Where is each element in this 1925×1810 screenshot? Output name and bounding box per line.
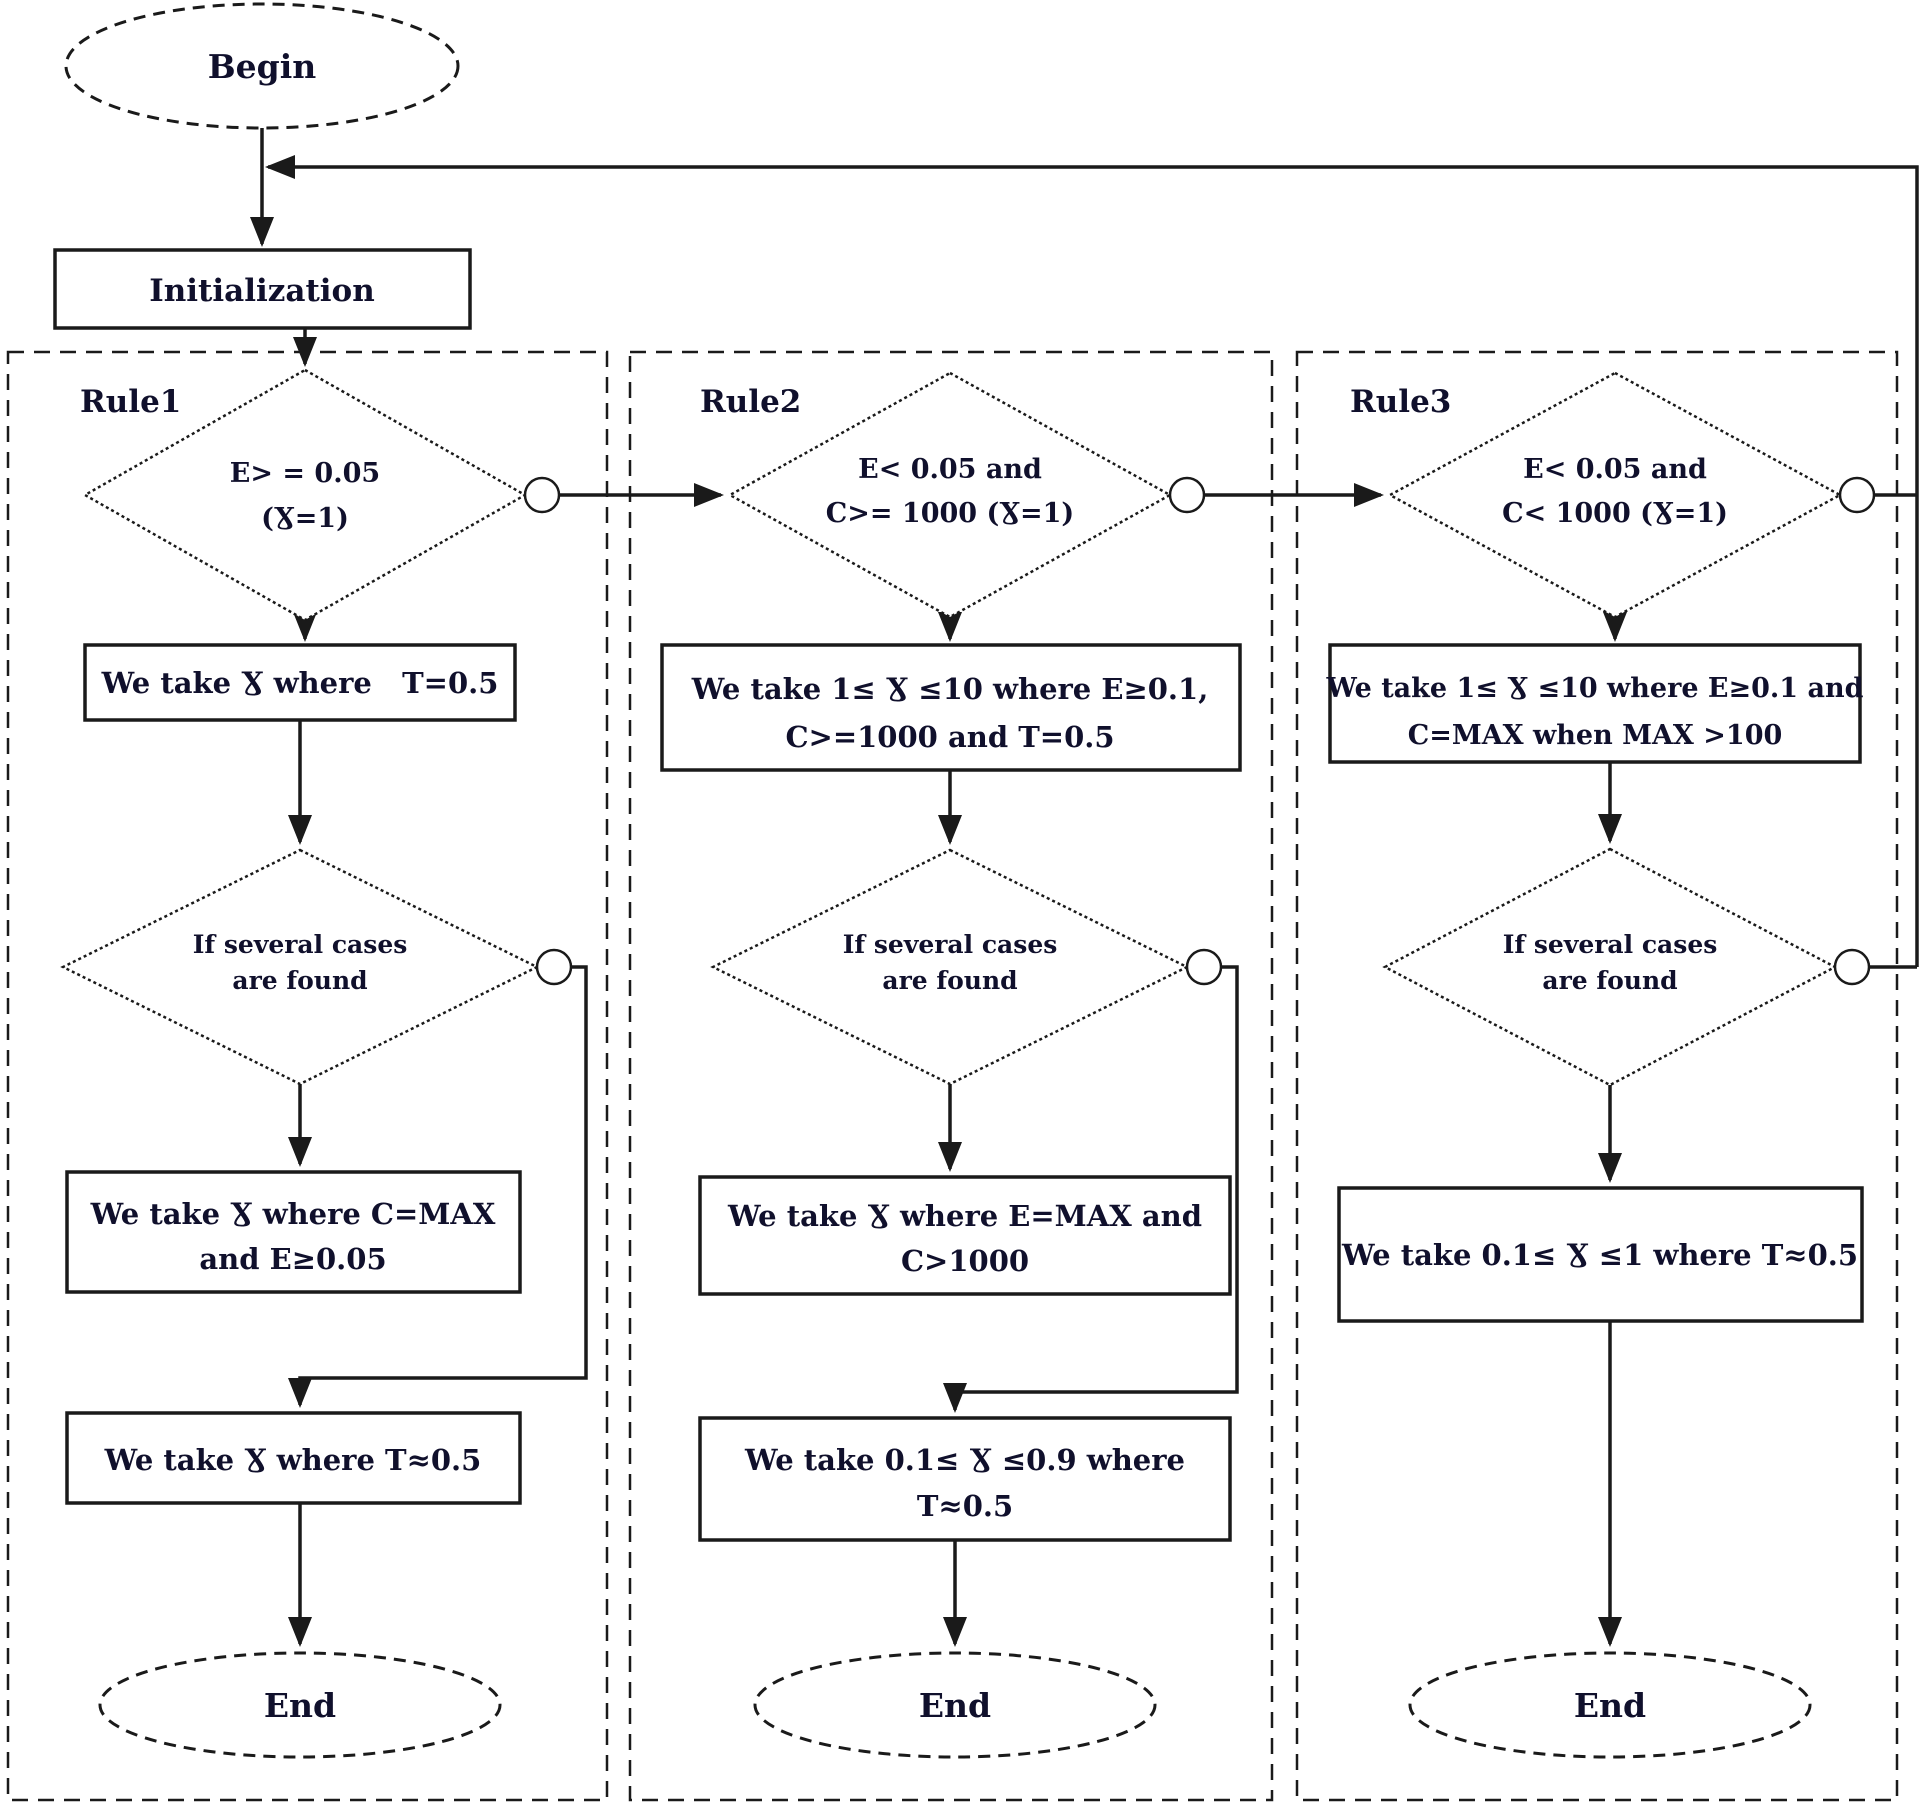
rule1-step2-line1: We take Ɣ where C=MAX <box>90 1197 496 1231</box>
rule1-step2-line2: and E≥0.05 <box>199 1242 386 1276</box>
rule1-several-line2: are found <box>232 966 367 995</box>
rule3-several-cases-diamond <box>1382 847 1838 1087</box>
rule1-decision-connector-circle <box>523 476 561 514</box>
feedback-loop-arrow <box>265 155 1919 967</box>
rule3-step1-line2: C=MAX when MAX >100 <box>1408 720 1783 751</box>
rule1-decision-diamond <box>82 368 528 622</box>
rule2-several-line2: are found <box>882 966 1017 995</box>
rule1-step1-box <box>83 643 517 722</box>
initialization-box <box>53 248 472 330</box>
rule3-decision-diamond <box>1387 371 1843 619</box>
rule2-decision-diamond <box>727 371 1173 619</box>
rule2-step2-line1: We take Ɣ where E=MAX and <box>727 1199 1202 1233</box>
rule2-step3-line1: We take 0.1≤ Ɣ ≤0.9 where <box>744 1443 1185 1477</box>
rule3-several-line1: If several cases <box>1503 930 1718 959</box>
rule2-step3-line2: T≈0.5 <box>917 1489 1013 1523</box>
rule1-several-line1: If several cases <box>193 930 408 959</box>
rule2-end-terminator <box>753 1651 1157 1759</box>
rule2-several-connector-circle <box>1185 948 1223 986</box>
rule1-several-cases-diamond <box>60 848 540 1086</box>
rule3-step2-label: We take 0.1≤ Ɣ ≤1 where T≈0.5 <box>1341 1238 1858 1272</box>
rule3-decision-line1: E< 0.05 and <box>1523 454 1707 485</box>
rule2-decision-line2: C>= 1000 (Ɣ=1) <box>826 498 1074 529</box>
initialization-label: Initialization <box>149 273 375 309</box>
rule1-decision-line1: E> = 0.05 <box>230 458 380 489</box>
rule3-label: Rule3 <box>1350 384 1451 420</box>
rule1-step3-label: We take Ɣ where T≈0.5 <box>104 1443 482 1477</box>
rule3-several-line2: are found <box>1542 966 1677 995</box>
rule1-bypass-arrow <box>288 965 588 1408</box>
rule3-several-connector-circle <box>1833 948 1871 986</box>
rule1-end-label: End <box>264 1686 336 1725</box>
rule2-step2-line2: C>1000 <box>901 1244 1029 1278</box>
rule3-end-label: End <box>1574 1686 1646 1725</box>
rule3-end-terminator <box>1408 1651 1812 1759</box>
rule2-bypass-arrow <box>943 965 1239 1413</box>
rule2-step1-box <box>660 643 1242 772</box>
rule1-step2-box <box>65 1170 522 1294</box>
rule1-end-terminator <box>98 1651 502 1759</box>
rule2-decision-line1: E< 0.05 and <box>858 454 1042 485</box>
rule1-decision-line2: (Ɣ=1) <box>261 503 349 534</box>
rule2-container <box>628 350 1274 1802</box>
rule3-decision-line2: C< 1000 (Ɣ=1) <box>1502 498 1728 529</box>
rule2-end-label: End <box>919 1686 991 1725</box>
begin-terminator <box>64 2 460 130</box>
begin-label: Begin <box>208 47 317 86</box>
rule3-decision-connector-circle <box>1838 476 1876 514</box>
rule2-step3-box <box>698 1416 1232 1542</box>
rule3-step1-line1: We take 1≤ Ɣ ≤10 where E≥0.1 and <box>1326 673 1864 704</box>
rule2-decision-connector-circle <box>1168 476 1206 514</box>
rule1-step3-box <box>65 1411 522 1505</box>
rule1-several-connector-circle <box>535 948 573 986</box>
rule2-several-cases-diamond <box>710 848 1190 1086</box>
rule2-step2-box <box>698 1175 1232 1296</box>
rule3-step2-box <box>1337 1186 1864 1323</box>
rule3-container <box>1295 350 1899 1802</box>
rule1-label: Rule1 <box>80 384 181 420</box>
rule2-step1-line1: We take 1≤ Ɣ ≤10 where E≥0.1, <box>691 672 1209 706</box>
rule2-step1-line2: C>=1000 and T=0.5 <box>785 720 1114 754</box>
rule3-step1-box <box>1328 643 1862 764</box>
rule2-several-line1: If several cases <box>843 930 1058 959</box>
rule2-label: Rule2 <box>700 384 801 420</box>
rule1-step1-label: We take Ɣ where T=0.5 <box>101 666 499 700</box>
